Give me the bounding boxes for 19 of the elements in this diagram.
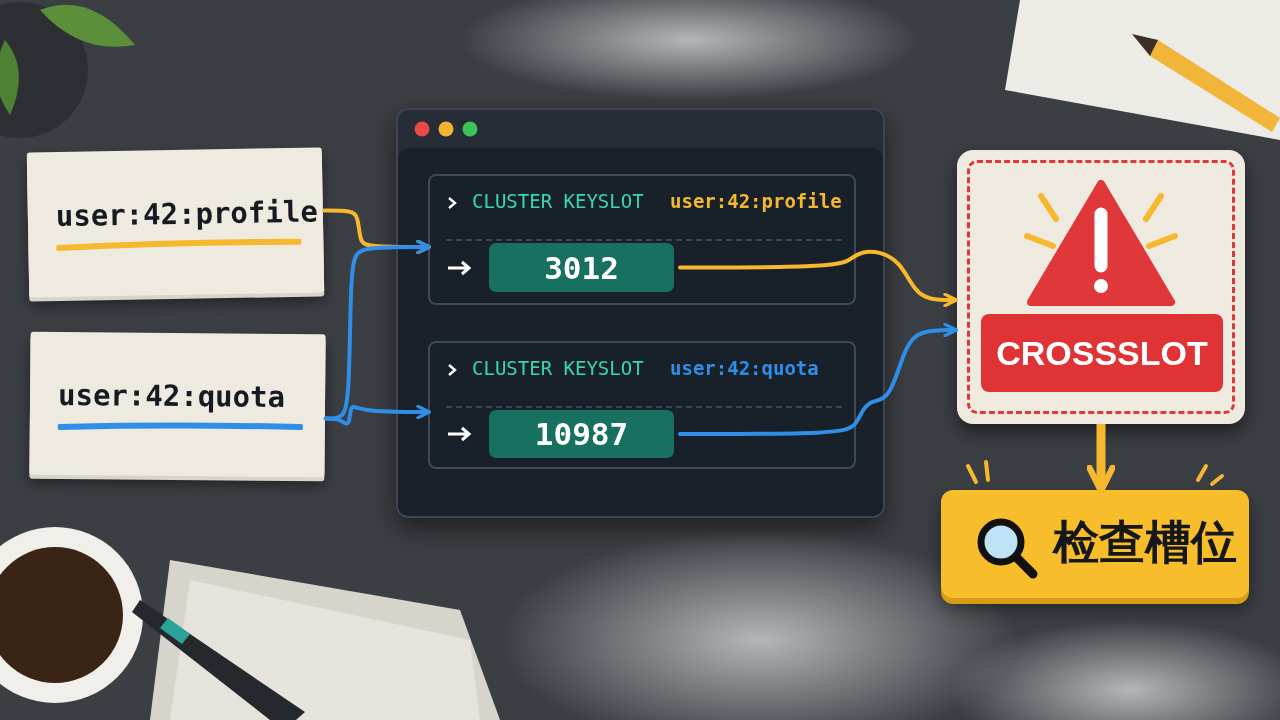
error-label: CROSSSLOT <box>981 314 1223 392</box>
slot-number: 10987 <box>489 410 674 458</box>
arrow <box>323 404 431 426</box>
action-label: 检查槽位 <box>1053 514 1237 571</box>
terminal-window <box>396 108 885 518</box>
command-panel <box>428 341 856 469</box>
command-text: CLUSTER KEYSLOT <box>472 190 644 212</box>
arrow <box>678 322 958 436</box>
command-panel <box>428 174 856 305</box>
key-card <box>29 331 326 478</box>
key-argument: user:42:quota <box>670 357 819 379</box>
key-name: user:42:profile <box>55 194 318 233</box>
key-name: user:42:quota <box>57 377 286 414</box>
key-card <box>26 147 325 298</box>
arrow <box>678 249 958 308</box>
key-argument: user:42:profile <box>670 190 842 212</box>
command-text: CLUSTER KEYSLOT <box>472 357 644 379</box>
alert-card <box>957 150 1245 424</box>
slot-number: 3012 <box>489 243 674 292</box>
